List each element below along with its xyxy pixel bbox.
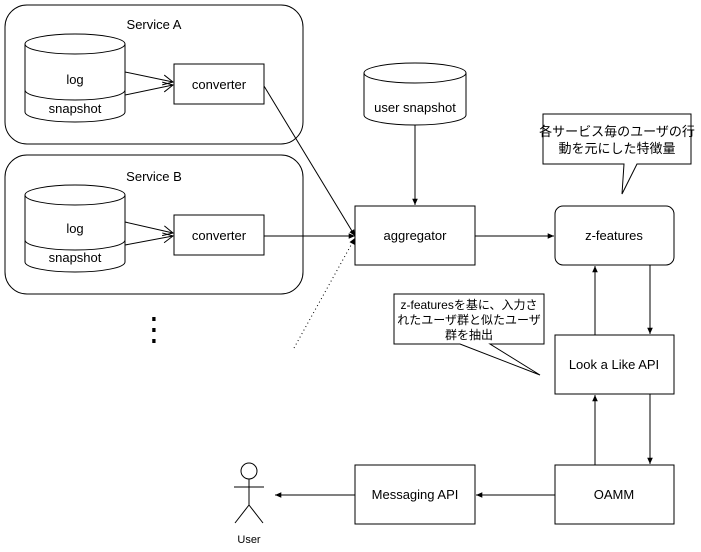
service-a-group: Service A log snapshot converter <box>4 4 304 145</box>
b-snapshot-to-converter-arrow <box>124 236 173 246</box>
a-log-to-converter-arrow <box>124 71 173 82</box>
converter-a-to-aggregator-arrow <box>263 85 356 237</box>
user-snapshot-database: user snapshot <box>363 62 467 126</box>
more-to-aggregator-arrow <box>293 237 356 349</box>
service-a-snapshot-label: snapshot <box>49 101 102 116</box>
service-b-snapshot-label: snapshot <box>49 250 102 265</box>
b-log-to-converter-arrow <box>124 221 173 233</box>
features-callout-line-1: 各サービス毎のユーザの行 <box>539 124 695 139</box>
user-actor-label: User <box>237 534 261 546</box>
service-b-label: Service B <box>126 169 182 184</box>
look-a-like-api-label: Look a Like API <box>569 357 659 372</box>
a-snapshot-to-converter-arrow <box>124 85 173 96</box>
service-b-converter-label: converter <box>192 228 247 243</box>
db-to-converter-arrows <box>124 71 173 246</box>
service-a-converter-box <box>173 63 265 105</box>
service-a-log-label: log <box>66 72 83 87</box>
service-a-database: log snapshot <box>24 33 126 123</box>
lookalike-callout: z-featuresを基に、入力さ れたユーザ群と似たユーザ 群を抽出 <box>393 293 545 376</box>
service-a-converter-label: converter <box>192 77 247 92</box>
oamm-label: OAMM <box>594 487 634 502</box>
flow-arrows <box>263 85 653 498</box>
z-features-label: z-features <box>585 228 643 243</box>
lookalike-callout-line-3: 群を抽出 <box>445 328 493 342</box>
user-snapshot-label: user snapshot <box>374 100 456 115</box>
z-features-box <box>554 205 675 266</box>
more-services-ellipsis: ⋮ <box>138 311 170 347</box>
features-callout: 各サービス毎のユーザの行 動を元にした特徴量 <box>539 113 695 195</box>
service-a-label: Service A <box>127 17 182 32</box>
features-callout-line-2: 動を元にした特徴量 <box>558 141 675 156</box>
aggregator-label: aggregator <box>384 228 448 243</box>
look-a-like-api-box <box>554 334 675 395</box>
service-b-log-label: log <box>66 221 83 236</box>
lookalike-callout-line-2: れたユーザ群と似たユーザ <box>397 313 541 327</box>
messaging-api-label: Messaging API <box>372 487 459 502</box>
service-b-group: Service B log snapshot converter <box>4 154 304 295</box>
user-actor-icon <box>234 462 264 524</box>
service-b-database: log snapshot <box>24 184 126 273</box>
lookalike-callout-line-1: z-featuresを基に、入力さ <box>401 298 538 312</box>
